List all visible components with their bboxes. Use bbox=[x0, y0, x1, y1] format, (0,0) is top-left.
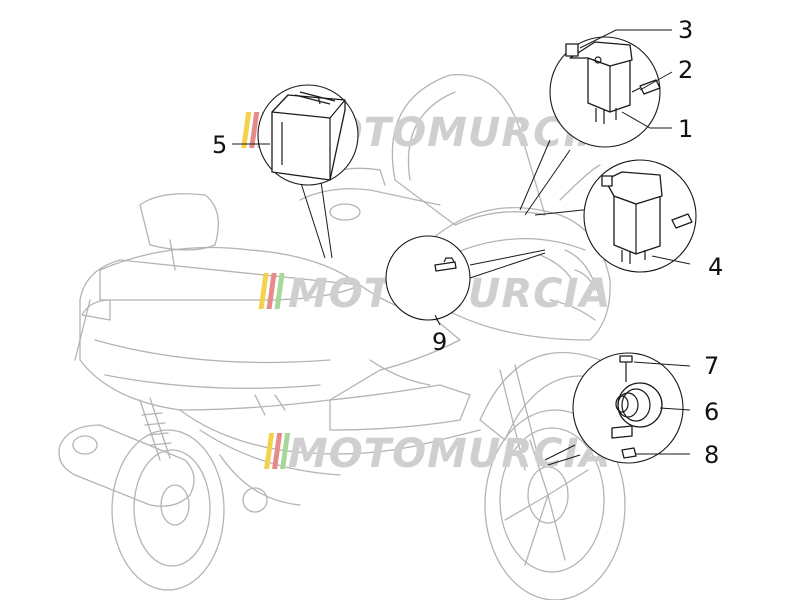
leader-1 bbox=[621, 111, 672, 129]
relay-detail-bottom bbox=[534, 159, 697, 273]
leader-6 bbox=[659, 407, 691, 411]
callout-6: 6 bbox=[704, 398, 719, 426]
callout-5: 5 bbox=[212, 131, 227, 159]
callout-4: 4 bbox=[708, 253, 723, 281]
battery-detail bbox=[257, 84, 359, 259]
scooter-illustration bbox=[58, 73, 626, 600]
callout-8: 8 bbox=[704, 441, 719, 469]
watermark-text: MOTOMURCIA bbox=[288, 431, 611, 477]
callout-7: 7 bbox=[704, 352, 719, 380]
callout-9: 9 bbox=[432, 328, 447, 356]
leader-2 bbox=[639, 71, 673, 91]
callout-2: 2 bbox=[678, 56, 693, 84]
horn-detail bbox=[544, 352, 684, 466]
leader-3 bbox=[579, 29, 672, 49]
callout-1: 1 bbox=[678, 115, 693, 143]
callout-3: 3 bbox=[678, 16, 693, 44]
leader-7 bbox=[633, 361, 691, 367]
relay-detail-top bbox=[519, 36, 661, 216]
watermark-bottom: MOTOMURCIA bbox=[264, 431, 611, 477]
leader-9 bbox=[434, 314, 441, 326]
fastener-detail bbox=[385, 235, 546, 321]
leader-4 bbox=[651, 255, 691, 265]
